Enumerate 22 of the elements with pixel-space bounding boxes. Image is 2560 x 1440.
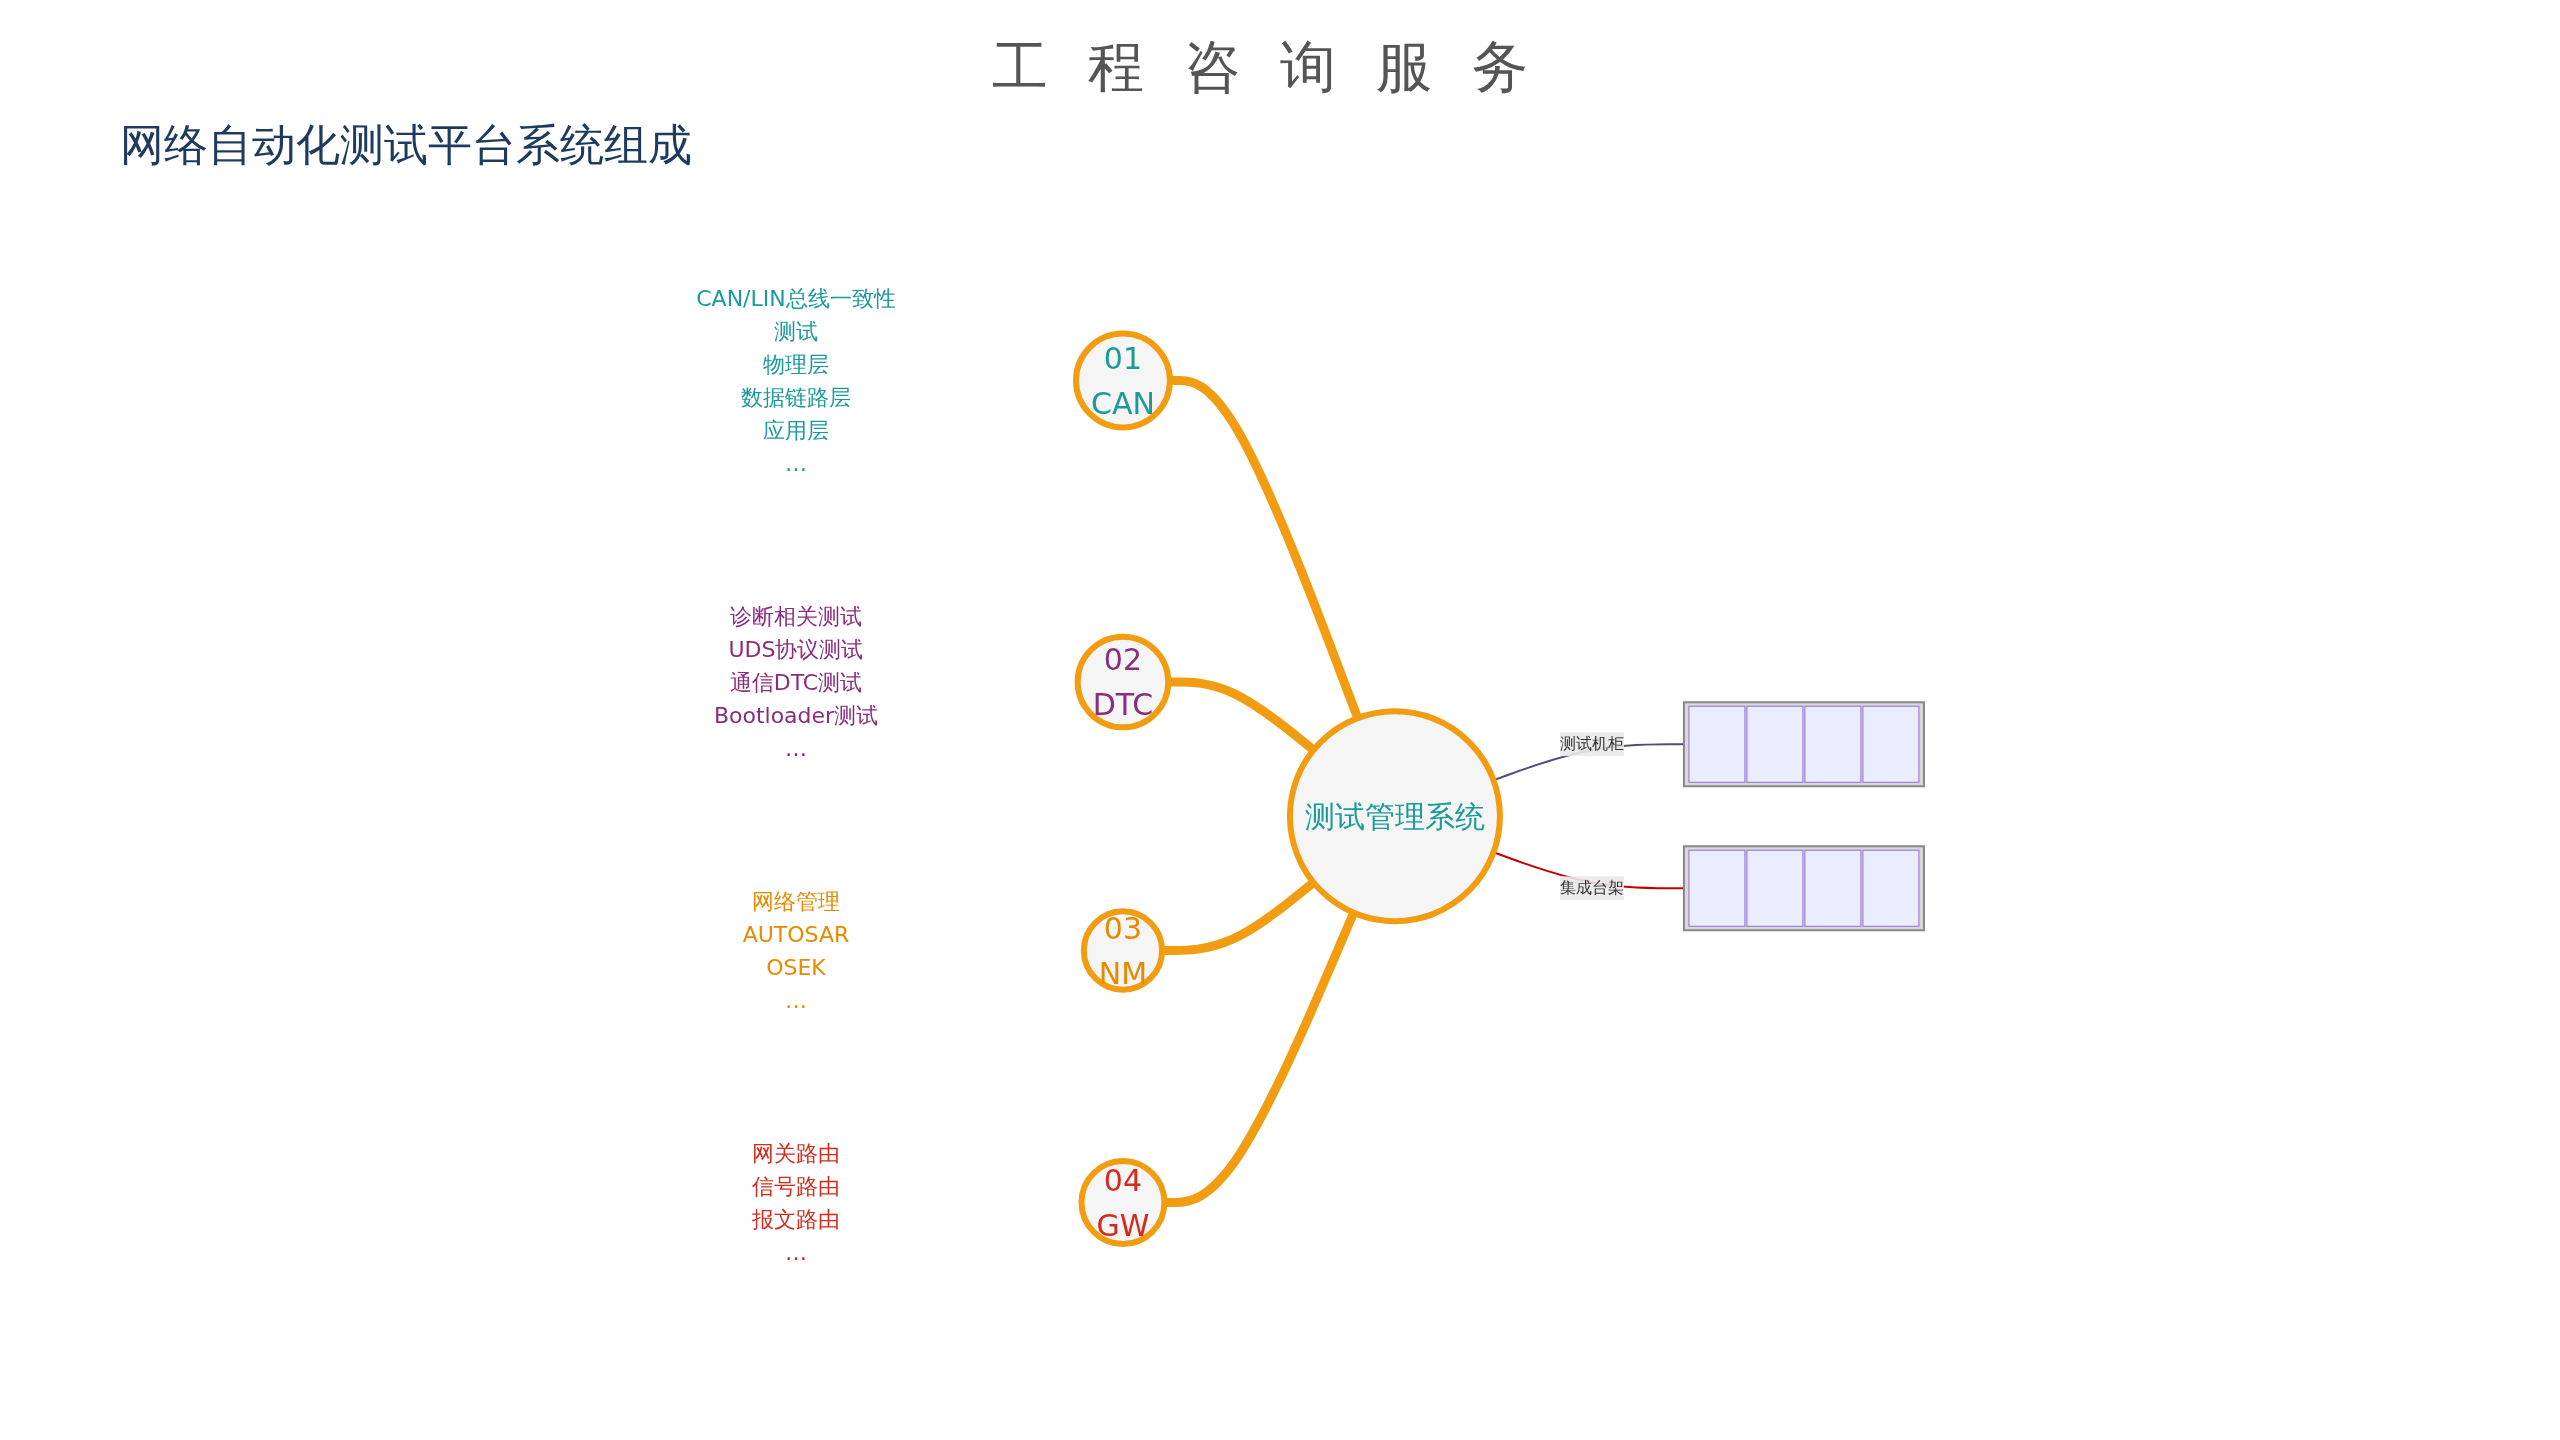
- node-label: 应用层: [763, 417, 830, 443]
- node-label: …: [785, 1239, 808, 1265]
- node-label: 网络管理: [752, 888, 841, 914]
- node-label: …: [785, 735, 808, 761]
- node-label: UDS协议测试: [728, 636, 864, 662]
- node-label: 物理层: [763, 351, 830, 377]
- edge-label: 测试机柜: [1559, 734, 1624, 754]
- edge-label: 集成台架: [1559, 878, 1624, 898]
- node-label: 网关路由: [752, 1140, 841, 1166]
- node-label: 诊断相关测试: [730, 603, 863, 629]
- node-label: 信号路由: [752, 1173, 841, 1199]
- node-label: CAN/LIN总线一致性测试: [696, 285, 896, 344]
- node-label: Bootloader测试: [713, 702, 879, 728]
- node-label: …: [785, 987, 808, 1013]
- subtitle: 网络自动化测试平台系统组成: [120, 118, 692, 172]
- node-label: 报文路由: [752, 1206, 841, 1232]
- node-label: 数据链路层: [741, 384, 852, 410]
- node-label: 通信DTC测试: [729, 669, 863, 695]
- node-label: …: [785, 450, 808, 476]
- node-label: OSEK: [766, 954, 826, 980]
- node-label: AUTOSAR: [742, 921, 850, 947]
- page-title: 工程咨询服务: [991, 33, 1569, 101]
